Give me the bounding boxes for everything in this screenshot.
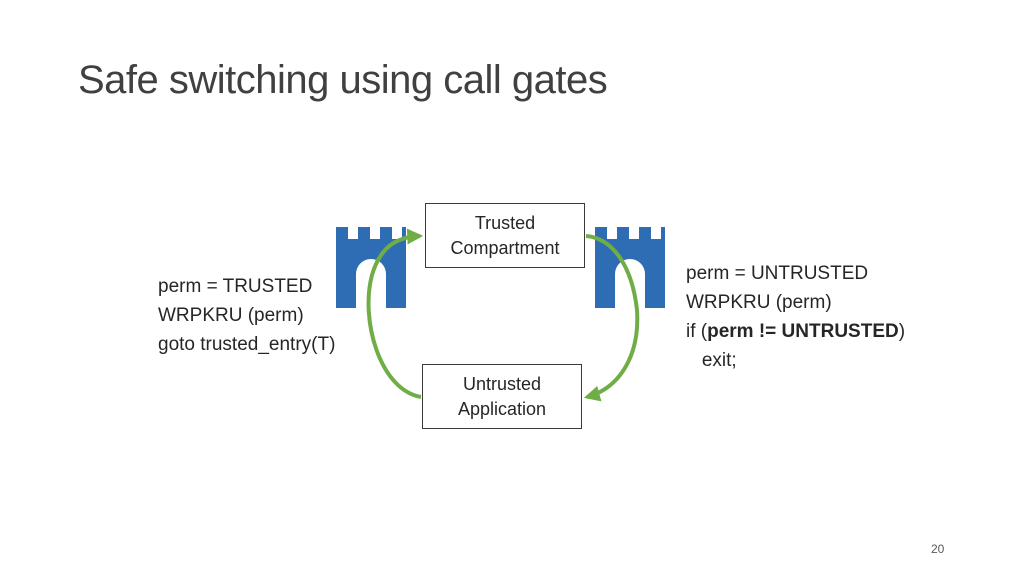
exit-code-block: perm = UNTRUSTED WRPKRU (perm) if (perm !=… [686,259,905,375]
code-line: perm = UNTRUSTED [686,263,869,284]
box-label: Trusted [474,212,536,233]
untrusted-application-box: Untrusted Application [422,364,582,429]
code-line: exit; [686,350,737,371]
page-number: 20 [931,542,945,556]
return-arrow [583,234,640,402]
slide-title: Safe switching using call gates [78,58,608,103]
code-line: perm = TRUSTED [158,276,313,297]
box-label: Application [457,398,547,419]
entry-code-block: perm = TRUSTED WRPKRU (perm) goto trusted_… [158,272,335,359]
code-text: if ( [686,321,708,342]
castle-gate-icon [336,227,406,308]
castle-gate-icon [595,227,665,308]
code-line: WRPKRU (perm) [158,305,304,326]
title-plain: Safe switching using [78,58,444,102]
trusted-compartment-box: Trusted Compartment [425,203,585,268]
code-text: ) [898,321,906,342]
call-arrow [366,228,424,399]
code-line: WRPKRU (perm) [686,292,832,313]
code-line: if (perm != UNTRUSTED) [686,317,905,346]
box-label: Untrusted [462,373,542,394]
title-emphasis: call gates [443,58,608,102]
code-condition: perm != UNTRUSTED [707,321,899,342]
code-line: goto trusted_entry(T) [158,334,336,355]
box-label: Compartment [450,237,560,258]
